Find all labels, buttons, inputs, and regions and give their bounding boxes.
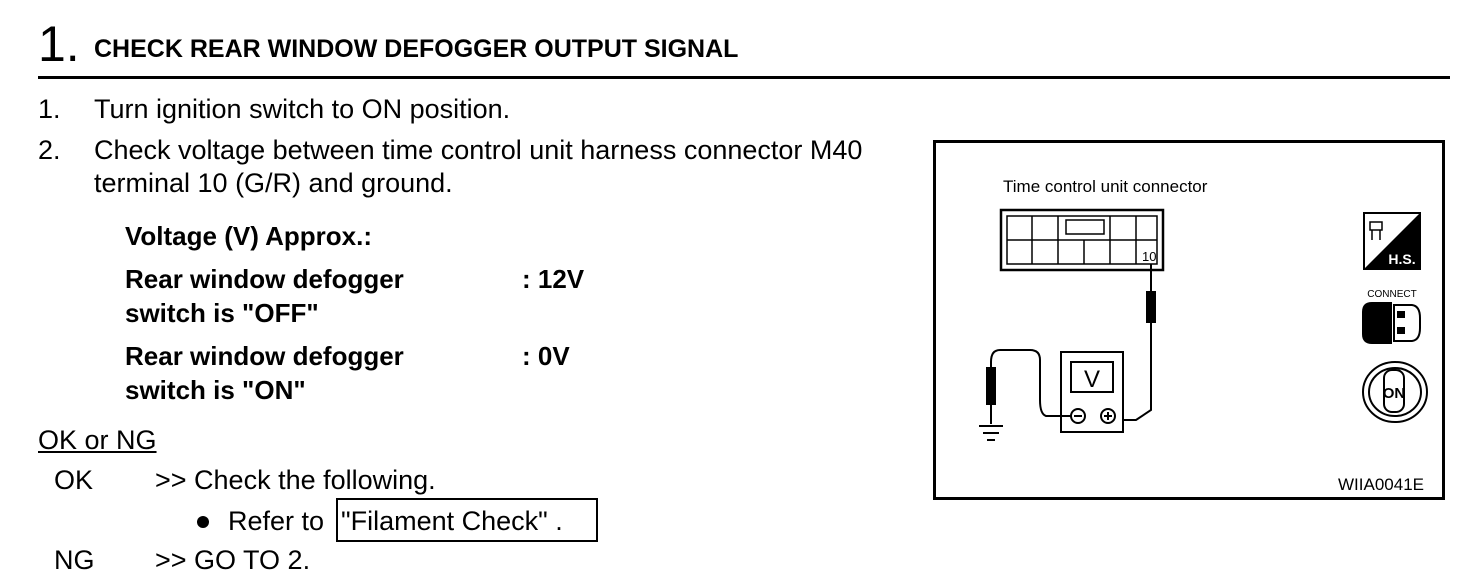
ok-ng-heading: OK or NG	[38, 425, 157, 455]
voltmeter-label: V	[1084, 366, 1100, 393]
terminal-label: 10	[1142, 249, 1156, 264]
spec-row-off-condition-line2: switch is "OFF"	[125, 298, 319, 328]
spec-row-on-value: : 0V	[522, 341, 570, 371]
wiring-diagram-figure	[933, 140, 1445, 500]
ng-label: NG	[54, 545, 95, 575]
bullet-icon	[197, 516, 209, 528]
ground-probe-icon	[986, 349, 1071, 424]
instruction-2-number: 2.	[38, 135, 61, 165]
ok-action: >> Check the following.	[155, 465, 436, 495]
instruction-2-text-line2: terminal 10 (G/R) and ground.	[94, 168, 453, 198]
connect-label: CONNECT	[1367, 289, 1416, 300]
ignition-on-icon	[1362, 361, 1428, 423]
ground-symbol-icon	[979, 425, 1003, 441]
connect-icon	[1362, 302, 1421, 344]
ok-label: OK	[54, 465, 94, 495]
voltmeter-icon	[1060, 351, 1124, 433]
spec-heading: Voltage (V) Approx.:	[125, 221, 372, 251]
filament-check-link-text[interactable]: "Filament Check" .	[341, 506, 563, 536]
filament-check-link[interactable]	[336, 498, 598, 542]
harness-side-icon	[1363, 212, 1421, 270]
on-label: ON	[1383, 385, 1406, 402]
instruction-1-number: 1.	[38, 94, 61, 124]
instruction-2-text-line1: Check voltage between time control unit …	[94, 135, 863, 165]
connector-icon	[999, 208, 1165, 272]
spec-row-off-value: : 12V	[522, 264, 585, 294]
refer-prefix: Refer to	[228, 506, 325, 536]
hs-label: H.S.	[1388, 251, 1415, 267]
figure-id: WIIA0041E	[1338, 475, 1424, 494]
spec-row-off-condition-line1: Rear window defogger	[125, 264, 404, 294]
ng-action: >> GO TO 2.	[155, 545, 311, 575]
title-rule	[38, 76, 1450, 79]
positive-probe-icon	[1124, 264, 1156, 421]
spec-row-on-condition-line1: Rear window defogger	[125, 341, 404, 371]
step-title: CHECK REAR WINDOW DEFOGGER OUTPUT SIGNAL	[94, 35, 739, 63]
step-number: 1.	[38, 16, 80, 72]
spec-row-on-condition-line2: switch is "ON"	[125, 375, 306, 405]
instruction-1-text: Turn ignition switch to ON position.	[94, 94, 511, 124]
figure-caption: Time control unit connector	[1003, 177, 1208, 196]
